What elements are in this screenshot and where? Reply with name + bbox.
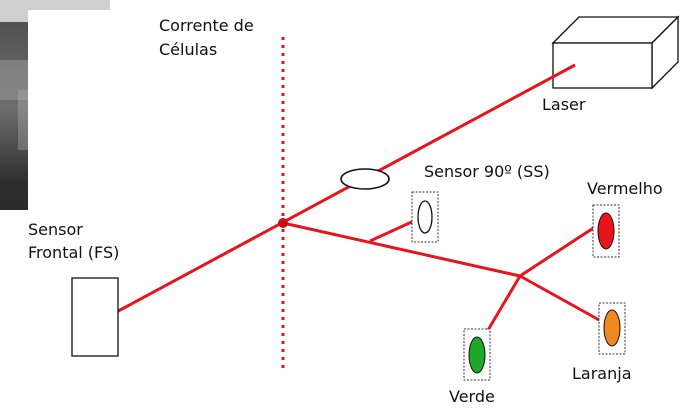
cell-dot xyxy=(278,218,288,228)
red-filter-detector xyxy=(592,204,620,258)
laser-beam xyxy=(95,63,576,325)
red-detector-label: Vermelho xyxy=(587,179,663,198)
side-sensor-label: Sensor 90º (SS) xyxy=(424,162,550,181)
side-sensor-detector xyxy=(411,191,439,243)
orange-branch xyxy=(519,274,611,328)
red-branch xyxy=(519,223,599,278)
orange-detector-label: Laranja xyxy=(572,364,632,383)
laser-box xyxy=(551,15,680,90)
laser-label: Laser xyxy=(542,95,586,114)
cell-stream-label-line1: Corrente de xyxy=(159,16,254,35)
green-filter-detector xyxy=(463,328,491,381)
orange-filter-detector xyxy=(598,302,626,355)
scatter-beam xyxy=(282,221,521,278)
green-detector-label: Verde xyxy=(449,387,495,406)
diagram-white-area xyxy=(0,10,697,408)
cell-stream-label-line2: Células xyxy=(159,40,217,59)
forward-sensor-label-line2: Frontal (FS) xyxy=(28,243,119,262)
forward-sensor-box xyxy=(71,277,119,357)
side-scatter-branch xyxy=(369,218,417,243)
forward-sensor-label-line1: Sensor xyxy=(28,220,83,239)
lens-icon xyxy=(340,168,390,190)
